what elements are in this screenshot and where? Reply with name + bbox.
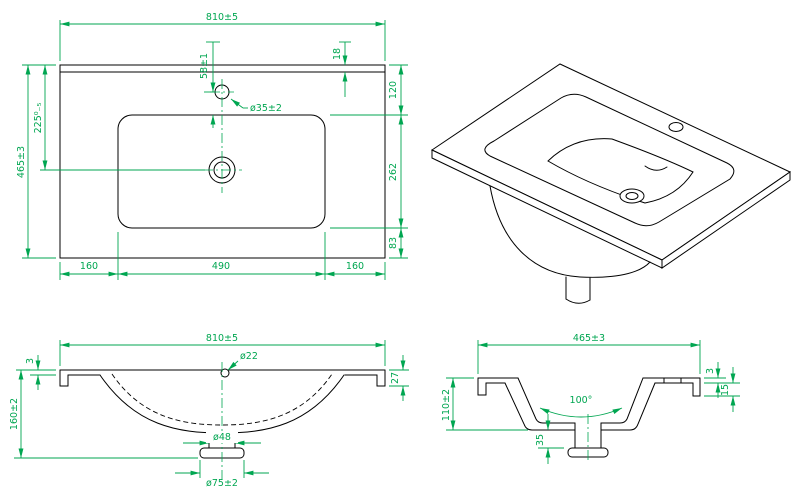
iso-drain-stub xyxy=(565,276,591,304)
svg-text:58±1: 58±1 xyxy=(199,53,210,79)
svg-text:810±5: 810±5 xyxy=(206,333,238,344)
plan-view: 810±5 58±1 18 120 262 xyxy=(16,12,408,280)
dim-plan-back-to-basin: 120 xyxy=(330,64,408,116)
svg-text:465±3: 465±3 xyxy=(16,146,27,178)
svg-text:83: 83 xyxy=(388,237,399,249)
svg-text:160±2: 160±2 xyxy=(9,398,20,430)
dim-plan-basin-to-front: 83 xyxy=(388,228,408,259)
svg-text:35: 35 xyxy=(535,434,546,446)
dim-plan-faucet-offset: 58±1 xyxy=(199,41,220,128)
svg-text:262: 262 xyxy=(388,163,399,181)
iso-bowl-underside xyxy=(489,185,651,278)
dim-front-overall-width: 810±5 xyxy=(59,333,386,366)
dim-front-flange-diameter: ø75±2 xyxy=(175,460,269,489)
dim-side-top-thickness: 3 xyxy=(704,362,740,398)
dim-side-bowl-angle: 100° xyxy=(539,395,623,418)
dim-side-body-height: 110±2 xyxy=(441,377,528,431)
svg-text:110±2: 110±2 xyxy=(441,389,452,421)
svg-text:ø48: ø48 xyxy=(213,432,231,443)
svg-text:490: 490 xyxy=(212,261,230,272)
dim-plan-overall-depth: 465±3 xyxy=(16,64,56,259)
dim-front-edge-height: 27 xyxy=(389,355,409,401)
isometric-view xyxy=(430,63,792,304)
label-overflow-diameter: ø22 xyxy=(227,351,258,371)
dim-front-overall-height: 160±2 xyxy=(9,370,198,459)
side-section-view: 465±3 3 15 110±2 100° xyxy=(441,333,740,464)
svg-text:465±3: 465±3 xyxy=(573,333,605,344)
side-faucet-hole-marks xyxy=(663,377,682,384)
dim-plan-edge-offset: 18 xyxy=(332,41,351,97)
side-slab xyxy=(477,377,701,397)
svg-text:120: 120 xyxy=(388,81,399,99)
dim-side-drain-stub-height: 35 xyxy=(535,414,564,464)
dim-plan-basin-depth: 262 xyxy=(330,115,408,229)
svg-text:ø22: ø22 xyxy=(240,351,258,362)
svg-text:160: 160 xyxy=(80,261,98,272)
svg-text:100°: 100° xyxy=(570,395,593,406)
label-faucet-hole-diameter: ø35±2 xyxy=(230,98,282,114)
dim-front-top-thickness: 3 xyxy=(16,355,56,390)
svg-text:225⁰₋₅: 225⁰₋₅ xyxy=(33,102,44,133)
dim-plan-overall-width: 810±5 xyxy=(59,12,386,61)
dim-plan-drain-offset: 225⁰₋₅ xyxy=(33,65,205,171)
iso-overflow-mark xyxy=(644,165,668,171)
front-overflow-hole xyxy=(220,368,230,378)
dim-side-edge-height: 15 xyxy=(704,367,740,412)
svg-text:ø35±2: ø35±2 xyxy=(250,103,282,114)
front-section-view: 810±5 ø22 3 160±2 27 ø xyxy=(9,333,409,489)
svg-text:3: 3 xyxy=(705,368,716,374)
side-bowl-inner xyxy=(517,377,644,424)
front-bowl-hidden-line xyxy=(111,373,333,426)
svg-text:27: 27 xyxy=(390,372,401,384)
svg-text:3: 3 xyxy=(25,358,36,364)
dim-side-overall-depth: 465±3 xyxy=(477,333,701,374)
dim-front-drain-diameter: ø48 xyxy=(183,431,261,446)
svg-text:810±5: 810±5 xyxy=(206,12,238,23)
svg-text:160: 160 xyxy=(346,261,364,272)
svg-text:18: 18 xyxy=(332,48,343,60)
svg-text:ø75±2: ø75±2 xyxy=(206,478,238,489)
iso-drain-hole xyxy=(619,188,645,204)
iso-faucet-hole xyxy=(668,122,684,132)
iso-bowl-bottom xyxy=(547,138,694,204)
svg-text:15: 15 xyxy=(720,384,731,396)
side-bowl-outer xyxy=(504,382,656,431)
dim-plan-bottom-row: 160 490 160 xyxy=(59,232,386,280)
iso-front-right-edge xyxy=(661,171,791,269)
